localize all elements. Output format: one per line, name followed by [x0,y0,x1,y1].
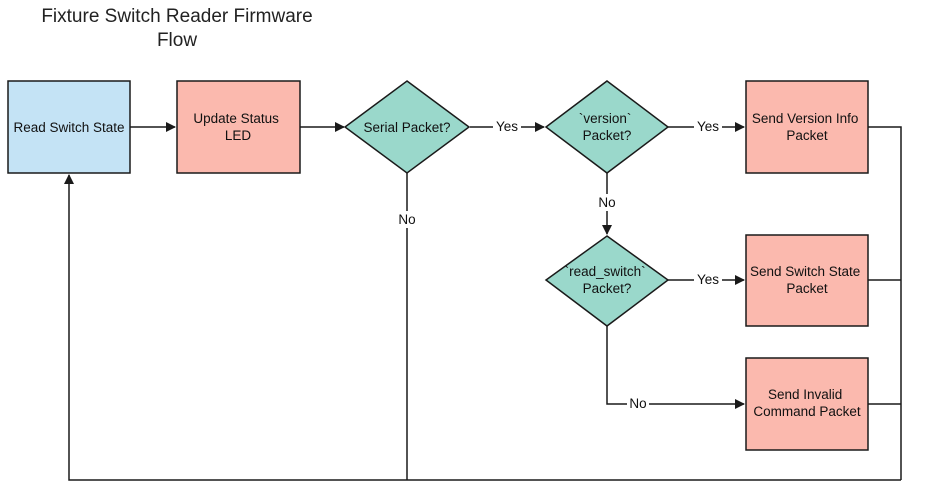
node-labels: Read Switch State Update Status LED Seri… [13,111,864,419]
edge-send-version-return [868,126,902,480]
edge-label-bg-version-no [596,194,618,211]
edge-label-version-yes: Yes [697,119,719,134]
label-serial-packet: Serial Packet? [363,120,450,135]
nodes [7,80,869,451]
node-send-invalid-command [745,357,869,451]
edge-label-version-no: No [598,195,615,210]
edge-label-bg-read-switch-no [627,395,649,412]
label-read-switch-state: Read Switch State [13,120,124,135]
node-send-switch-state [745,234,869,327]
diagram-title-line-2: Flow [157,30,197,51]
node-version-packet-decision [544,80,670,174]
label-send-switch-state: Send Switch State Packet [750,264,864,296]
edge-read-switch-no-to-send-invalid [606,326,745,409]
edge-label-read-switch-yes: Yes [697,272,719,287]
node-send-version-info [745,80,869,174]
edge-label-bg-serial-no [396,211,418,228]
node-read-switch-packet-decision [544,235,670,327]
label-read-switch-packet: `read_switch` Packet? [565,264,650,296]
edge-label-bg-read-switch-yes [694,271,722,288]
edge-label-bg-version-yes [694,118,722,135]
label-send-invalid-command: Send Invalid Command Packet [753,387,861,419]
edge-label-serial-yes: Yes [496,119,518,134]
label-update-status-led: Update Status LED [193,111,282,143]
edge-label-serial-no: No [398,212,415,227]
node-read-switch-state [7,80,131,174]
label-version-packet: `version` Packet? [579,111,635,143]
edge-label-read-switch-no: No [629,396,646,411]
diagram-title-line-1: Fixture Switch Reader Firmware [41,6,312,27]
node-serial-packet-decision [343,80,471,174]
edge-label-bg-serial-yes [493,118,521,135]
edge-labels: Yes Yes Yes No No No [396,118,722,412]
label-send-version-info: Send Version Info Packet [752,111,862,143]
node-update-status-led [176,80,301,174]
edge-loop-back-to-read [64,174,901,481]
